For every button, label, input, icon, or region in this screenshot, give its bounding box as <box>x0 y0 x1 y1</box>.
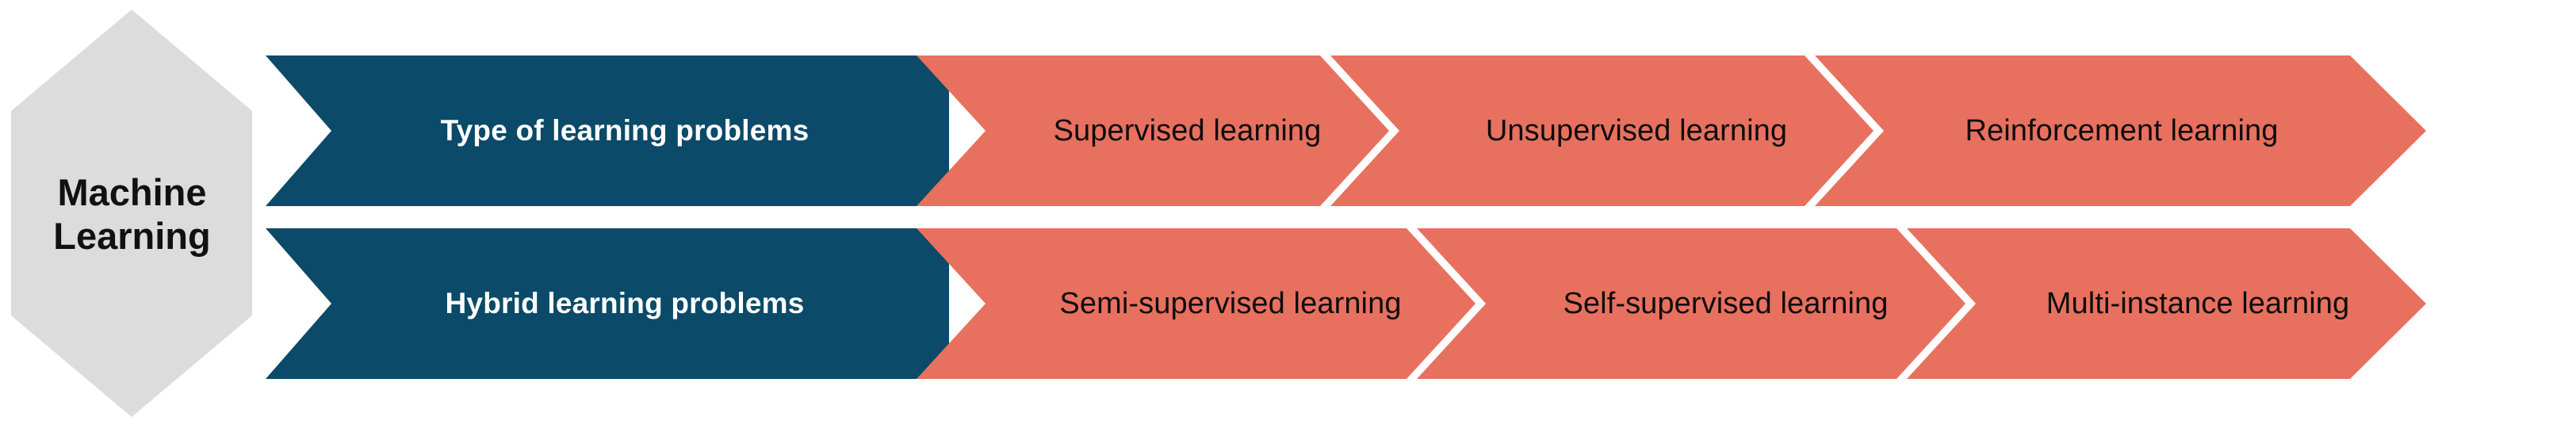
row2-item3-chevron-shape[interactable] <box>1907 228 2426 379</box>
row1-category-chevron-shape[interactable] <box>266 55 949 206</box>
row1-item1-chevron-shape[interactable] <box>917 55 1389 206</box>
row2-category-chevron-shape[interactable] <box>266 228 949 379</box>
row1-item2-chevron-shape[interactable] <box>1330 55 1874 206</box>
row1-item3-chevron-shape[interactable] <box>1815 55 2426 206</box>
row2-item2-chevron-shape[interactable] <box>1417 228 1965 379</box>
root-hexagon-shape[interactable] <box>11 10 252 417</box>
row2-item1-chevron-shape[interactable] <box>917 228 1476 379</box>
